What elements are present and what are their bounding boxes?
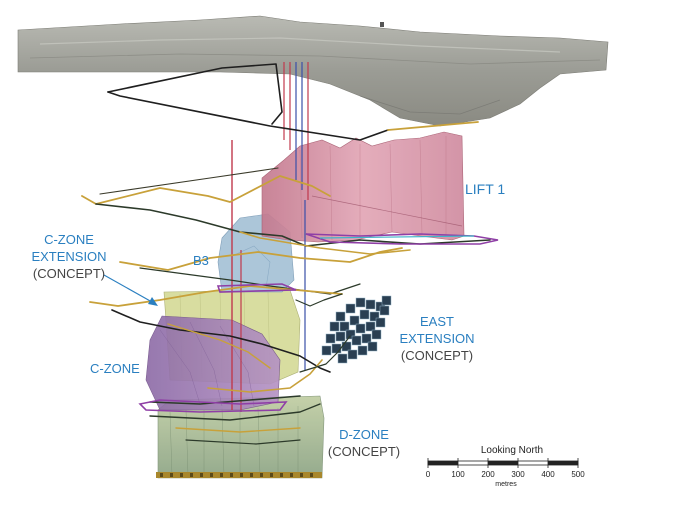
surface-terrain: [17, 15, 609, 127]
label-c-zone-extension-line2: EXTENSION: [31, 249, 107, 264]
east-extension-blocks: [321, 295, 392, 364]
connector-cyan: [319, 235, 475, 239]
c-zone-extension-arrow: [103, 274, 158, 306]
level-loops: [138, 233, 499, 413]
label-lift-1: LIFT 1: [465, 181, 506, 197]
scale-tick-0: 0: [425, 470, 431, 479]
label-d-zone-line1: D-ZONE: [339, 427, 389, 442]
label-c-zone: C-ZONE: [90, 361, 140, 376]
scale-tick-200: 200: [481, 470, 495, 479]
scale-bar-units: metres: [495, 481, 517, 488]
scale-bar-title: Looking North: [480, 445, 544, 456]
label-east-extension-line1: EAST: [420, 314, 454, 329]
scale-bar: [427, 458, 579, 468]
label-east-extension-line3: (CONCEPT): [400, 348, 474, 363]
scale-tick-300: 300: [511, 470, 525, 479]
scale-tick-400: 400: [541, 470, 555, 479]
lift-1-orebody: [261, 131, 465, 243]
scale-tick-500: 500: [571, 470, 585, 479]
label-c-zone-extension-line1: C-ZONE: [44, 232, 94, 247]
label-d-zone-line2: (CONCEPT): [327, 444, 401, 459]
label-c-zone-extension-line3: (CONCEPT): [32, 266, 106, 281]
label-east-extension-line2: EXTENSION: [399, 331, 475, 346]
scale-tick-100: 100: [451, 470, 465, 479]
label-b3: B3: [193, 253, 209, 268]
shafts: [231, 62, 309, 412]
ramp-network: [81, 63, 491, 445]
